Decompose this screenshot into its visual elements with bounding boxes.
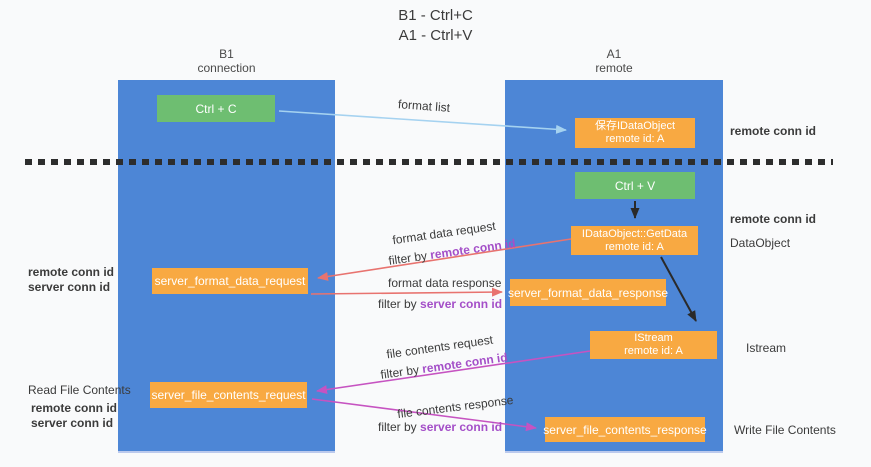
annotation-write-file-contents: Write File Contents (734, 423, 836, 437)
lane-right-subtitle: remote (595, 61, 633, 75)
annotation-left-remote-conn-id-format: remote conn id (28, 265, 115, 279)
node-ctrl-c-label: Ctrl + C (195, 101, 237, 116)
filter-by-prefix: filter by (378, 297, 421, 311)
annotation-left-server-conn-id-file: server conn id (31, 416, 114, 430)
node-save-dataobject: 保存IDataObject remote id: A (575, 118, 695, 148)
format-data-response-arrow (310, 287, 503, 297)
node-server-format-data-request-label: server_format_data_request (154, 274, 306, 288)
node-istream-line2: remote id: A (624, 345, 683, 357)
diagram-title-line2: A1 - Ctrl+V (398, 27, 473, 44)
filter-server-conn-id: server conn id (420, 297, 503, 311)
node-server-format-data-request: server_format_data_request (152, 268, 308, 294)
node-idataobject-getdata: IDataObject::GetData remote id: A (571, 226, 698, 255)
diagram-title-line1: B1 - Ctrl+C (398, 7, 473, 24)
edge-label-format-list: format list (397, 97, 451, 115)
annotation-read-file-contents: Read File Contents (28, 383, 131, 397)
filter-server-conn-id: server conn id (420, 420, 503, 434)
lane-right-name: A1 (606, 47, 622, 61)
node-server-file-contents-request: server_file_contents_request (150, 382, 307, 408)
node-ctrl-v: Ctrl + V (575, 172, 695, 199)
node-server-format-data-response-label: server_format_data_response (507, 285, 669, 300)
node-ctrl-v-label: Ctrl + V (614, 178, 656, 193)
node-save-dataobject-line1: 保存IDataObject (594, 120, 676, 132)
filter-by-prefix: filter by (387, 248, 432, 268)
edge-label-file-contents-response: file contents response (396, 392, 515, 422)
filter-by-prefix: filter by (379, 362, 424, 382)
node-server-format-data-response: server_format_data_response (507, 279, 669, 306)
node-server-file-contents-response: server_file_contents_response (543, 417, 707, 442)
node-istream-line1: IStream (634, 332, 673, 344)
phase-divider-dashed-line (25, 159, 833, 165)
edge-label-format-data-response: format data response (388, 276, 502, 290)
annotation-dataobject: DataObject (730, 236, 791, 250)
annotation-remote-conn-id-top: remote conn id (730, 124, 817, 138)
annotation-left-server-conn-id-format: server conn id (28, 280, 111, 294)
annotation-left-remote-conn-id-file: remote conn id (31, 401, 118, 415)
node-save-dataobject-line2: remote id: A (605, 133, 665, 145)
filter-by-prefix: filter by (378, 420, 421, 434)
annotation-istream: Istream (746, 341, 787, 355)
edge-label-filter-server-1: filter by server conn id (378, 297, 502, 311)
annotation-remote-conn-id-mid: remote conn id (730, 212, 817, 226)
lane-header-left: B1 connection (118, 47, 335, 75)
lane-left-subtitle: connection (197, 61, 256, 75)
node-istream: IStream remote id: A (590, 331, 717, 359)
node-server-file-contents-response-label: server_file_contents_response (543, 422, 707, 437)
node-idataobject-getdata-line2: remote id: A (605, 240, 664, 253)
node-idataobject-getdata-line1: IDataObject::GetData (581, 227, 688, 240)
edge-label-filter-server-2: filter by server conn id (378, 420, 502, 434)
lane-left-name: B1 (219, 47, 234, 61)
lane-header-right: A1 remote (505, 47, 723, 75)
node-server-file-contents-request-label: server_file_contents_request (151, 388, 306, 402)
node-ctrl-c: Ctrl + C (157, 95, 275, 122)
